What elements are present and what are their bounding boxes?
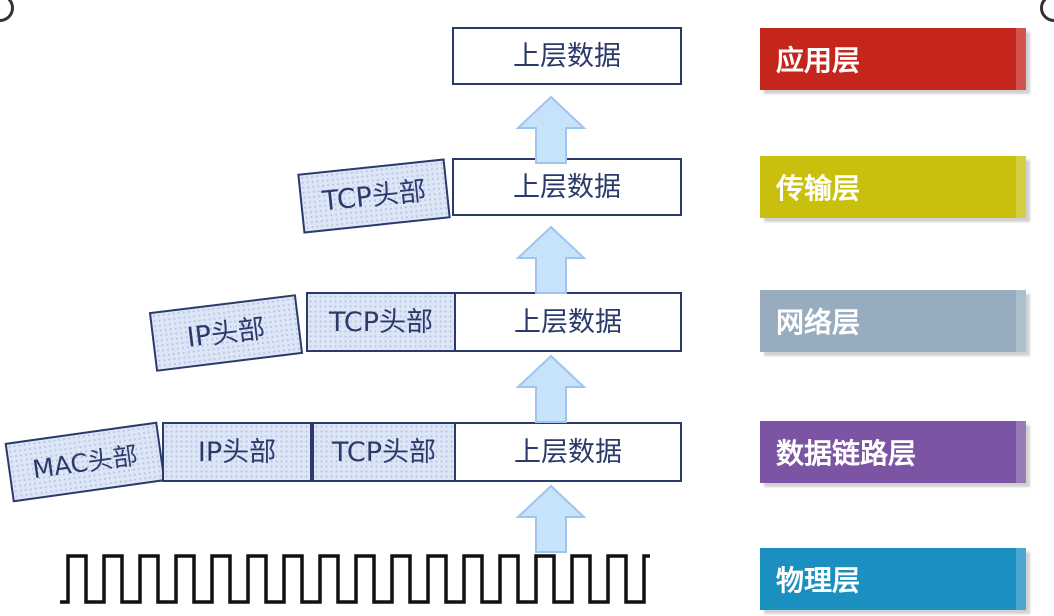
layer-application: 应用层	[760, 28, 1026, 90]
layer-network-label: 网络层	[776, 306, 861, 339]
ip-header-box: IP头部	[162, 422, 312, 482]
tcp-header-box: TCP头部	[306, 292, 456, 352]
layer-network: 网络层	[760, 290, 1026, 352]
layer-physical-label: 物理层	[776, 564, 861, 597]
layer-transport: 传输层	[760, 156, 1026, 218]
corner-decoration-left	[0, 0, 14, 22]
up-arrow-icon	[515, 484, 587, 553]
layer-transport-label: 传输层	[776, 172, 861, 205]
layer-physical: 物理层	[760, 548, 1026, 610]
tcp-header-box: TCP头部	[312, 422, 456, 482]
layer-application-label: 应用层	[776, 44, 861, 77]
layer-datalink-label: 数据链路层	[776, 437, 917, 470]
upper-data-box: 上层数据	[452, 158, 682, 216]
tcp-header-box: TCP头部	[297, 158, 451, 234]
up-arrow-icon	[515, 225, 587, 294]
upper-data-box: 上层数据	[452, 27, 682, 85]
ip-header-box: IP头部	[148, 294, 304, 372]
upper-data-box: 上层数据	[454, 292, 682, 352]
upper-data-box: 上层数据	[454, 422, 682, 482]
mac-header-box: MAC头部	[4, 421, 166, 503]
up-arrow-icon	[515, 354, 587, 423]
up-arrow-icon	[515, 95, 587, 164]
square-wave-icon	[60, 554, 650, 604]
layer-datalink: 数据链路层	[760, 421, 1026, 483]
corner-decoration-right	[1040, 0, 1054, 22]
